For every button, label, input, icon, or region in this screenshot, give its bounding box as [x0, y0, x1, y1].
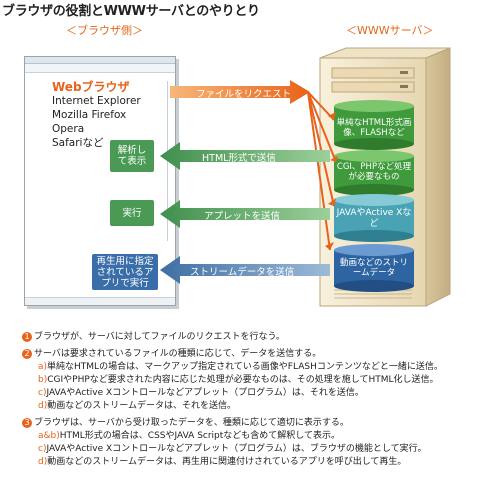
cylinder-java — [334, 194, 414, 242]
note-3-sub: d)動画などのストリームデータは、再生用に関連付けされているアプリを呼び出して再… — [22, 456, 492, 469]
cylinder-cgi — [334, 150, 414, 196]
server-side-label: ＜WWWサーバ＞ — [346, 24, 434, 37]
data-flow-arrows — [160, 80, 338, 284]
note-sub-text: CGIやPHPなど要求された内容に応じた処理が必要なものは、その処理を施してHT… — [47, 375, 439, 385]
applet-arrow-label: アプレットを送信 — [204, 211, 281, 222]
browser-title-bar — [25, 57, 175, 64]
browser-item: Mozilla Firefox — [52, 109, 127, 121]
browser-heading: Webブラウザ — [52, 80, 130, 94]
note-sub-text: 動画などのストリームデータは、再生用に関連付けされているアプリを呼び出して再生。 — [47, 457, 407, 467]
browser-item: Safariなど — [52, 137, 104, 149]
note-sub-text: 単純なHTMLの場合は、マークアップ指定されている画像やFLASHコンテンツなど… — [47, 362, 443, 372]
note-sub-key: a) — [38, 362, 48, 372]
browser-status-bar — [25, 297, 175, 305]
browser-side-label: ＜ブラウザ側＞ — [66, 24, 143, 37]
server-java-label: JAVAやActive Xなど — [336, 208, 412, 229]
browser-list: Webブラウザ Internet Explorer Mozilla Firefo… — [52, 80, 141, 150]
note-2-sub: a)単純なHTMLの場合は、マークアップ指定されている画像やFLASHコンテンツ… — [22, 361, 492, 374]
note-sub-key: d) — [38, 457, 48, 467]
browser-item: Internet Explorer — [52, 95, 141, 107]
request-arrow — [170, 80, 310, 104]
note-sub-text: HTML形式の場合は、CSSやJAVA Scriptなども含めて解釈して表示。 — [59, 431, 341, 441]
note-text: サーバは要求されているファイルの種類に応じて、データを送信する。 — [34, 349, 322, 359]
note-text: ブラウザは、サーバから受け取ったデータを、種類に応じて適切に表示する。 — [34, 418, 349, 428]
note-number: 1 — [22, 332, 32, 342]
html-arrow-label: HTML形式で送信 — [202, 153, 276, 164]
note-3-sub: c)JAVAやActive Xコントロールなどアプレット（プログラム）は、ブラウ… — [22, 443, 492, 456]
cylinder-stream — [334, 244, 414, 292]
note-sub-text: 動画などのストリームデータは、それを送信。 — [47, 401, 236, 411]
applet-arrow — [160, 200, 330, 228]
parse-display-label: 解析して表示 — [117, 145, 147, 167]
note-number: 3 — [22, 418, 32, 428]
note-text: ブラウザが、サーバに対してファイルのリクエストを行なう。 — [34, 332, 285, 342]
note-2-sub: c)JAVAやActive Xコントロールなどアプレット（プログラム）は、それを… — [22, 387, 492, 400]
browser-toolbar — [25, 64, 175, 73]
request-arrow-label: ファイルをリクエスト — [196, 89, 292, 100]
server-cylinders — [334, 100, 414, 292]
execute-box: 実行 — [110, 200, 154, 226]
stream-arrow-label: ストリームデータを送信 — [190, 267, 295, 278]
page-title: ブラウザの役割とWWWサーバとのやりとり — [2, 4, 260, 19]
parse-display-box: 解析して表示 — [110, 140, 154, 172]
execute-label: 実行 — [122, 207, 142, 219]
note-sub-key: c) — [38, 388, 47, 398]
server-cgi-label: CGI、PHPなど処理が必要なもの — [336, 162, 412, 182]
note-3-sub: a&b)HTML形式の場合は、CSSやJAVA Scriptなども含めて解釈して… — [22, 430, 492, 443]
note-2-sub: d)動画などのストリームデータは、それを送信。 — [22, 400, 492, 413]
play-app-box: 再生用に指定されているアプリで実行 — [92, 254, 158, 290]
browser-item: Opera — [52, 123, 85, 135]
note-sub-key: b) — [38, 375, 48, 385]
play-app-label: 再生用に指定されているアプリで実行 — [96, 255, 154, 289]
stream-arrow — [160, 256, 330, 284]
note-number: 2 — [22, 349, 32, 359]
note-2-sub: b)CGIやPHPなど要求された内容に応じた処理が必要なものは、その処理を施して… — [22, 374, 492, 387]
note-sub-key: c) — [38, 444, 47, 454]
note-sub-text: JAVAやActive Xコントロールなどアプレット（プログラム）は、それを送信… — [46, 388, 364, 398]
cylinder-html — [334, 100, 414, 150]
note-sub-text: JAVAやActive Xコントロールなどアプレット（プログラム）は、ブラウザの… — [46, 444, 427, 454]
server-stream-label: 動画などのストリームデータ — [339, 258, 408, 278]
server-html-label: 単純なHTML形式画像、FLASHなど — [336, 118, 412, 138]
html-arrow — [160, 142, 330, 170]
note-sub-key: a&b) — [38, 431, 60, 441]
note-sub-key: d) — [38, 401, 48, 411]
request-fanout — [307, 91, 337, 251]
